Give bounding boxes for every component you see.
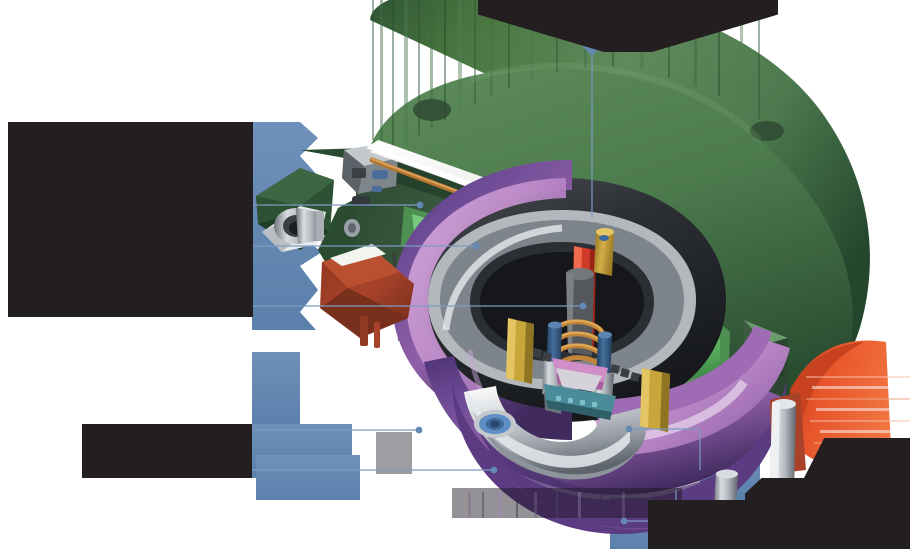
rust-wedge-left	[320, 244, 414, 348]
callout-dot-ring-base-right	[620, 517, 628, 525]
redaction-label-block-lower-left	[82, 424, 252, 478]
dome-divot-right	[750, 121, 784, 141]
callout-dot-central-spindle	[579, 302, 587, 310]
central-rotor-bowl	[398, 178, 726, 422]
redaction-label-block-bottom-right	[745, 478, 910, 549]
callout-dot-outer-ring-right	[625, 425, 633, 433]
callout-dot-inner-housing	[472, 242, 480, 250]
bottom-streak-artifacts	[376, 432, 682, 518]
callout-dot-upper-left-port	[416, 201, 424, 209]
center-mechanism	[522, 228, 640, 420]
callout-dot-outer-ring-left	[415, 426, 423, 434]
gold-brackets	[506, 318, 670, 432]
lower-silver-bracket	[464, 386, 646, 480]
dome-divot-left	[413, 99, 451, 121]
callout-leaders	[248, 28, 701, 525]
redaction-edge-bottom-center	[648, 500, 768, 549]
redaction-label-block-upper-left	[8, 122, 253, 317]
callout-dot-lower-bracket	[490, 466, 498, 474]
nozzle-port-assembly	[262, 206, 326, 252]
